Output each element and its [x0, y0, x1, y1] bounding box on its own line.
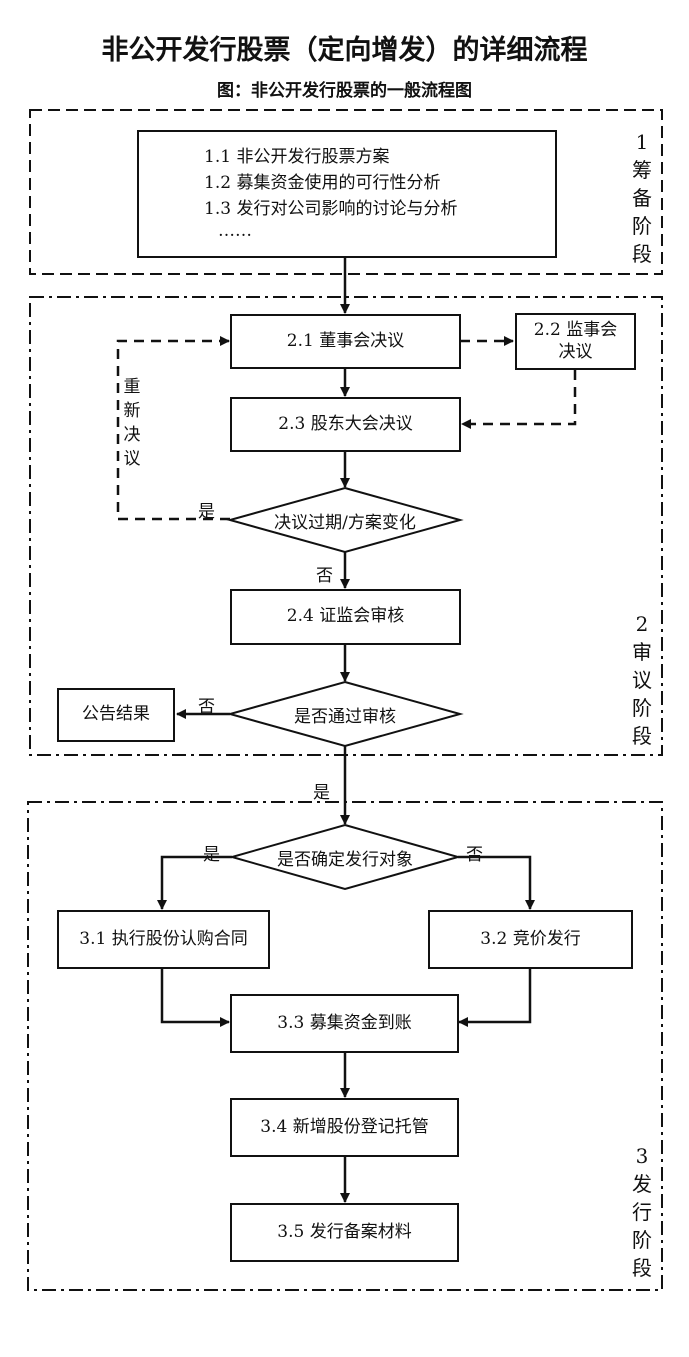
- redo-label: 重 新 决 议: [123, 377, 141, 469]
- arrow-22-to-23: [461, 370, 577, 429]
- figure-caption: 图：非公开发行股票的一般流程图: [217, 81, 472, 101]
- label-yes-approved: 是: [313, 783, 330, 803]
- step-3-1-contract-box: 3.1 执行股份认购合同: [57, 910, 270, 969]
- label-yes-redo: 是: [198, 502, 215, 522]
- step-2-3-shareholder-box: 2.3 股东大会决议: [230, 397, 461, 452]
- step-3-2-bidding-box: 3.2 竞价发行: [428, 910, 633, 969]
- decision-expired: 决议过期/方案变化: [230, 488, 460, 552]
- announce-result-label: 公告结果: [82, 704, 150, 725]
- step-2-3-label: 2.3 股东大会决议: [278, 413, 413, 434]
- arrow-redo-loop: [116, 336, 230, 521]
- step-3-4-label: 3.4 新增股份登记托管: [260, 1116, 429, 1137]
- step-2-1-board-box: 2.1 董事会决议: [230, 314, 461, 369]
- step-3-5-label: 3.5 发行备案材料: [277, 1221, 412, 1242]
- label-no-continue: 否: [316, 566, 333, 586]
- step-1-plan-box: 1.1 非公开发行股票方案 1.2 募集资金使用的可行性分析 1.3 发行对公司…: [137, 130, 557, 258]
- step-2-2-supervisory-box: 2.2 监事会决议: [515, 313, 636, 370]
- step-2-4-label: 2.4 证监会审核: [286, 606, 405, 627]
- step-3-2-label: 3.2 竞价发行: [480, 928, 581, 949]
- step-2-4-csrc-box: 2.4 证监会审核: [230, 589, 461, 645]
- stage1-frame: [29, 109, 663, 275]
- label-no-announce: 否: [198, 697, 215, 717]
- step-3-3-funds-box: 3.3 募集资金到账: [230, 994, 459, 1053]
- decision-expired-label: 决议过期/方案变化: [274, 512, 416, 533]
- announce-result-box: 公告结果: [57, 688, 175, 742]
- page-title: 非公开发行股票（定向增发）的详细流程: [101, 35, 588, 66]
- label-yes-target: 是: [203, 845, 220, 865]
- step-3-4-registration-box: 3.4 新增股份登记托管: [230, 1098, 459, 1157]
- stage1-label: 1 筹 备 阶 段: [632, 130, 652, 266]
- decision-target-label: 是否确定发行对象: [277, 849, 413, 870]
- arrow-d3-to-32: [458, 855, 535, 910]
- arrow-32-to-33: [458, 968, 532, 1027]
- decision-approved: 是否通过审核: [230, 682, 460, 746]
- stage3-label: 3 发 行 阶 段: [632, 1144, 652, 1280]
- step-3-5-filing-box: 3.5 发行备案材料: [230, 1203, 459, 1262]
- decision-approved-label: 是否通过审核: [294, 706, 396, 727]
- step-2-2-label: 2.2 监事会决议: [533, 320, 618, 362]
- step-2-1-label: 2.1 董事会决议: [286, 330, 405, 351]
- stage2-label: 2 审 议 阶 段: [632, 612, 652, 748]
- label-no-target: 否: [466, 845, 483, 865]
- step-3-1-label: 3.1 执行股份认购合同: [79, 928, 248, 949]
- decision-target-shape: [228, 823, 462, 891]
- decision-target: 是否确定发行对象: [232, 825, 458, 889]
- step-3-3-label: 3.3 募集资金到账: [277, 1012, 412, 1033]
- arrow-d3-to-31: [157, 855, 232, 910]
- arrow-31-to-33: [160, 968, 230, 1027]
